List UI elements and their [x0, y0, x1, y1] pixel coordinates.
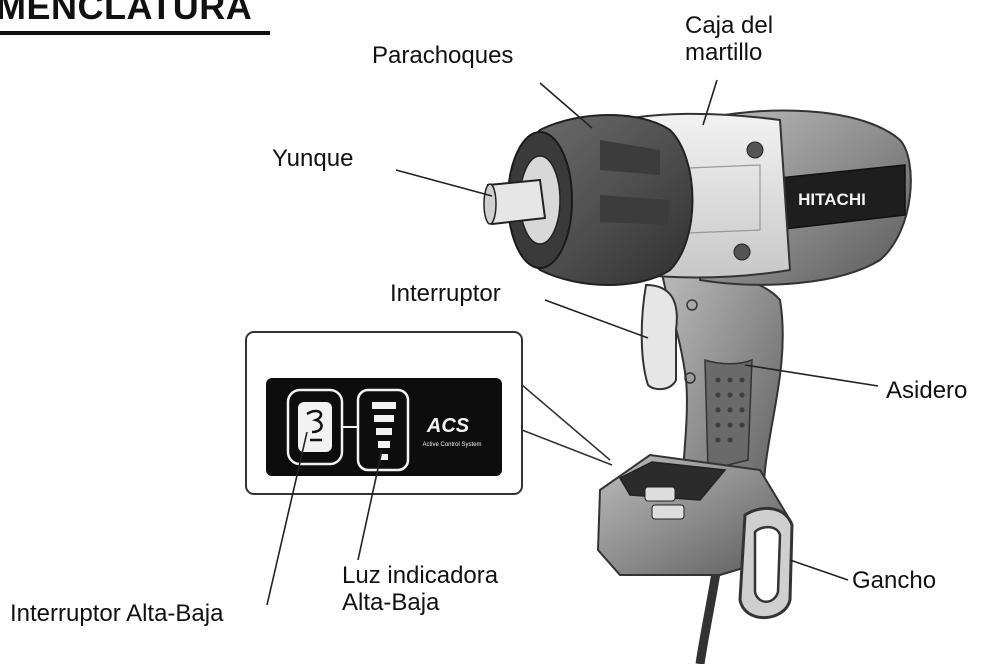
- label-gancho: Gancho: [852, 567, 937, 594]
- label-caja-del-martillo: Caja del martillo: [685, 12, 773, 66]
- label-luz-line-1: Luz indicadora: [342, 562, 499, 589]
- title-underline: [0, 31, 270, 35]
- leader-parachoques: [539, 82, 593, 129]
- leader-lines: [266, 79, 879, 606]
- label-luz-line-2: Alta-Baja: [342, 589, 440, 616]
- label-parachoques: Parachoques: [372, 42, 514, 69]
- leader-yunque: [395, 169, 493, 197]
- label-asidero: Asidero: [886, 377, 968, 404]
- label-interruptor-alta-baja: Interruptor Alta-Baja: [10, 600, 224, 627]
- label-luz-indicadora: Luz indicadora Alta-Baja: [342, 562, 498, 616]
- brand-logo: HITACHI: [798, 190, 866, 209]
- leader-luz: [357, 449, 383, 561]
- label-yunque: Yunque: [272, 145, 354, 172]
- control-panel-callout: ACS Active Control System: [245, 331, 613, 495]
- label-caja-line-2: martillo: [685, 39, 763, 66]
- leader-caja: [702, 79, 718, 126]
- page-title: MENCLATURA: [0, 0, 253, 27]
- belt-hook: [738, 506, 794, 620]
- label-caja-line-1: Caja del: [685, 12, 774, 39]
- trigger-switch: [640, 283, 678, 391]
- leader-interruptor: [544, 299, 649, 339]
- label-interruptor: Interruptor: [390, 280, 501, 307]
- anvil: [483, 178, 547, 226]
- acs-subtitle: Active Control System: [422, 442, 481, 448]
- leader-interruptor-alta-baja: [266, 431, 308, 606]
- acs-logo: ACS: [426, 415, 470, 437]
- leader-gancho: [789, 559, 849, 581]
- leader-asidero: [744, 364, 879, 387]
